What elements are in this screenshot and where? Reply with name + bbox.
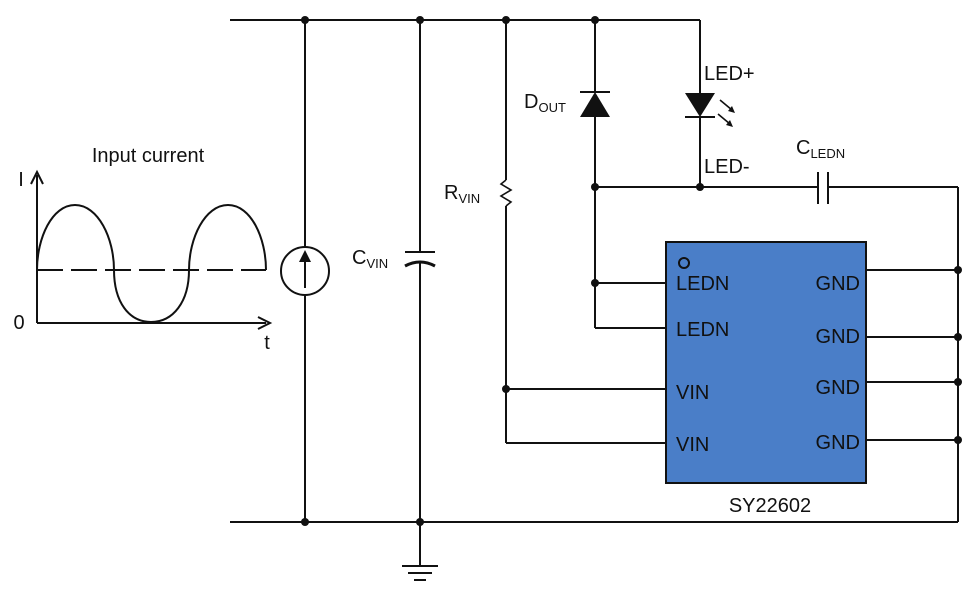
chip-pin-left-2: LEDN <box>676 319 729 341</box>
chip-pin-left-3: VIN <box>676 382 709 404</box>
cvin-label: CVIN <box>352 247 388 271</box>
cledn-capacitor <box>817 172 958 204</box>
led-minus-label: LED- <box>704 156 750 178</box>
ground-symbol <box>402 522 438 581</box>
dout-diode <box>580 16 610 328</box>
waveform-x-axis-label: t <box>264 332 270 354</box>
rvin-label: RVIN <box>444 182 480 206</box>
chip-pin-right-1: GND <box>816 273 860 295</box>
waveform-y-axis-label: I <box>18 169 24 191</box>
waveform-origin-label: 0 <box>13 312 24 334</box>
waveform-title: Input current <box>92 145 205 167</box>
chip-pin-left-4: VIN <box>676 434 709 456</box>
sy22602-chip: LEDN LEDN VIN VIN GND GND GND GND <box>506 241 962 484</box>
input-current-waveform: Input current I 0 t <box>13 145 273 354</box>
dout-label: DOUT <box>524 91 566 115</box>
chip-pin-right-3: GND <box>816 377 860 399</box>
chip-pin-right-4: GND <box>816 432 860 454</box>
led <box>685 20 735 191</box>
chip-pin1-marker <box>678 257 690 269</box>
chip-body <box>665 241 867 484</box>
rvin-resistor <box>499 16 513 443</box>
cledn-label: CLEDN <box>796 137 845 161</box>
waveform-sine-curve <box>36 203 267 324</box>
cvin-capacitor <box>404 16 436 526</box>
led-plus-label: LED+ <box>704 63 755 85</box>
waveform-y-arrow <box>30 169 44 185</box>
chip-name-label: SY22602 <box>729 495 811 517</box>
current-source <box>280 16 330 526</box>
chip-pin-right-2: GND <box>816 326 860 348</box>
waveform-x-arrow <box>257 316 273 330</box>
chip-pin-left-1: LEDN <box>676 273 729 295</box>
